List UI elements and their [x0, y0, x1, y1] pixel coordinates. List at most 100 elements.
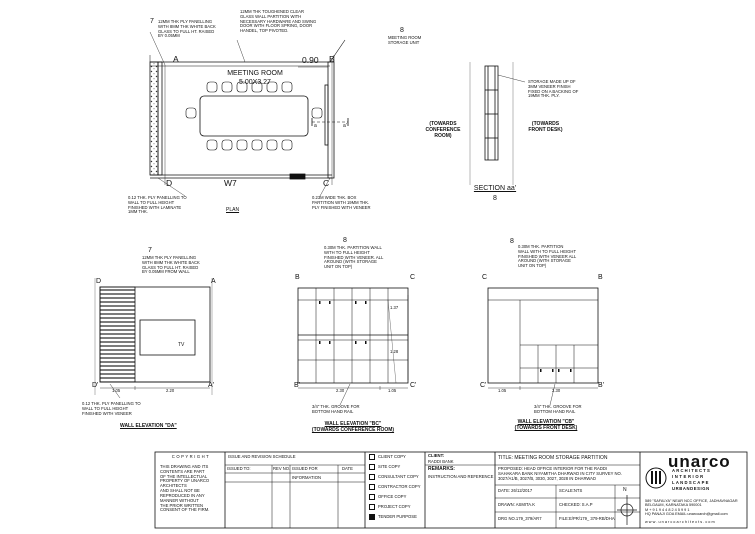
row-information: INFORMATION — [292, 475, 321, 480]
office-address: 589 "SAFALYA" NEAR NCC OFFICE, JADHAVNAG… — [645, 499, 738, 517]
tender-purpose-checkbox[interactable] — [369, 514, 375, 520]
plan-wall-tag: W7 — [224, 178, 237, 188]
section-note: STORAGE MADE UP OF 3MM VENEER FINISH FIX… — [528, 79, 579, 99]
elev-da-note-bottom: 0.12 THK. PLY PANELLING TO WALL TO FULL … — [82, 401, 141, 416]
drawing-title: TITLE: MEETING ROOM STORAGE PARTITION — [498, 455, 608, 461]
elevation-cb-drawing — [487, 287, 599, 406]
section-title: SECTION aa' — [473, 185, 517, 192]
plan-corner-c: C — [323, 178, 330, 188]
elev-cb-dim1: 1.05 — [498, 388, 507, 393]
title-block-grid — [154, 451, 748, 529]
website-link[interactable]: w w w . u n a r c o a r c h i t e c t s … — [645, 520, 715, 524]
col-issued-to: ISSUED TO: — [227, 466, 251, 471]
elev-da-marker: 7 — [148, 247, 152, 254]
plan-section-a2: a' — [343, 123, 347, 129]
elev-da-dim1: 1.05 — [112, 388, 121, 393]
logo-name: unarco — [668, 452, 731, 471]
elev-bc-left-bottom: B' — [294, 382, 301, 389]
elev-cb-note-bottom: 3/4" THK. GROOVE FOR BOTTOM HAND RAIL — [534, 404, 582, 414]
elev-bc-note-top: 0.30M THK. PARTITION WALL WITH TO FULL H… — [324, 245, 384, 270]
file-field: FILE:E/PR/179_ 379-RB/DHA — [559, 516, 615, 521]
office-copy-label: OFFICE COPY — [378, 494, 407, 499]
contractor-copy-label: CONTRACTOR COPY — [378, 484, 421, 489]
elev-da-left-bottom: D' — [92, 382, 99, 389]
plan-corner-d: D — [166, 178, 173, 188]
elev-bc-marker: 8 — [343, 237, 347, 244]
issue-schedule-heading: ISSUE AND REVISION SCHEDULE — [228, 454, 296, 459]
office-copy-checkbox[interactable] — [369, 494, 375, 500]
project-copy-checkbox[interactable] — [369, 504, 375, 510]
elev-bc-dim1: 2.30 — [336, 388, 345, 393]
elevation-da-drawing — [94, 278, 213, 399]
client-value: RADDI BANK — [428, 459, 454, 464]
tender-purpose-label: TENDER PURPOSE — [378, 514, 417, 519]
elev-cb-dim2: 2.30 — [552, 388, 561, 393]
section-number: 8 — [493, 195, 497, 202]
elev-bc-right-top: C — [410, 274, 416, 281]
proposed-text: PROPOSED: HEAD OFFICE INTERIOR FOR THE R… — [498, 466, 622, 481]
elev-bc-note-bottom: 3/4" THK. GROOVE FOR BOTTOM HAND RAIL — [312, 404, 360, 414]
section-drawing — [469, 62, 526, 185]
tagline-interior: INTERIOR — [672, 474, 705, 479]
plan-note-glass-wall: 12MM THK TOUGHENED CLEAR GLASS WALL PART… — [240, 9, 317, 34]
elev-bc-dim-h1: 1.37 — [390, 305, 399, 310]
elev-da-right-top: A — [211, 278, 216, 285]
elev-cb-left-bottom: C' — [480, 382, 487, 389]
plan-storage-marker: 8 — [400, 27, 404, 34]
remarks-value: INSTRUCTION AND REFERENCE — [428, 474, 494, 479]
plan-marker-7: 7 — [150, 18, 154, 25]
plan-room-size: 5.00X3.27 — [239, 79, 271, 86]
drawn-field: DRAWN: ASMITA.K — [498, 502, 535, 507]
project-copy-label: PROJECT COPY — [378, 504, 411, 509]
plan-storage-label: MEETING ROOM STORAGE UNIT — [388, 35, 422, 45]
elev-bc-left-top: B — [295, 274, 300, 281]
plan-drawing — [149, 31, 349, 197]
plan-room-name: MEETING ROOM — [227, 70, 283, 77]
copyright-label: COPYRIGHT — [171, 454, 211, 459]
plan-dim-090: 0.90 — [302, 55, 319, 65]
elev-da-tv: TV — [178, 342, 185, 348]
site-copy-label: SITE COPY — [378, 464, 401, 469]
site-copy-checkbox[interactable] — [369, 464, 375, 470]
elev-cb-right-top: B — [598, 274, 603, 281]
elev-cb-note-top: 0.30M THK. PARTITION WALL WITH TO FULL H… — [518, 244, 577, 269]
plan-title: PLAN — [226, 207, 240, 213]
remarks-label: REMARKS: — [428, 466, 455, 472]
elev-bc-title: WALL ELEVATION "BC" (TOWARDS CONFERENCE … — [311, 421, 395, 433]
consultant-copy-checkbox[interactable] — [369, 474, 375, 480]
plan-note-ply-panel: 12MM THK PLY PANELLING WITH 8MM THK WHIT… — [158, 19, 216, 39]
date-field: DATE: 26/12/2017 — [498, 488, 533, 493]
elev-bc-dim2: 1.05 — [388, 388, 397, 393]
col-rev-no: REV NO. — [273, 466, 291, 471]
north-arrow-icon — [617, 495, 637, 525]
elev-da-dim2: 2.20 — [166, 388, 175, 393]
client-copy-checkbox[interactable] — [369, 454, 375, 460]
elev-cb-marker: 8 — [510, 238, 514, 245]
elev-bc-right-bottom: C' — [410, 382, 417, 389]
elev-bc-dim-h2: 1.28 — [390, 349, 399, 354]
section-right-label: (TOWARDS FRONT DESK) — [528, 121, 563, 133]
plan-corner-a: A — [173, 54, 179, 64]
north-label: N — [623, 487, 627, 493]
unarco-logo-icon — [645, 467, 667, 489]
elev-cb-title: WALL ELEVATION "CB" (TOWARDS FRONT DESK) — [514, 419, 578, 431]
elev-da-title: WALL ELEVATION "DA" — [120, 423, 177, 429]
tagline-urbandesign: URBANDESIGN — [672, 486, 710, 491]
copyright-text: THIS DRAWING AND ITS CONTENTS ARE PART O… — [160, 464, 210, 513]
plan-section-a: a — [314, 123, 317, 129]
client-label: CLIENT: — [428, 453, 445, 458]
elev-da-note-top: 12MM THK PLY PANELLING WITH 8MM THK WHIT… — [142, 255, 200, 275]
tagline-landscape: LANDSCAPE — [672, 480, 710, 485]
plan-note-box-partition: 0.23M WIDE THK. BOX PARTITION WITH 19MM … — [312, 195, 371, 210]
elev-cb-left-top: C — [482, 274, 488, 281]
scale-field: SCALE:NTS — [559, 488, 583, 493]
col-issued-for: ISSUED FOR — [292, 466, 318, 471]
elev-cb-right-bottom: B' — [598, 382, 605, 389]
contractor-copy-checkbox[interactable] — [369, 484, 375, 490]
plan-corner-b: B — [329, 54, 335, 64]
drg-no-field: DRG NO.179_379/AR7 — [498, 516, 542, 521]
client-copy-label: CLIENT COPY — [378, 454, 406, 459]
elev-da-left-top: D — [96, 278, 102, 285]
